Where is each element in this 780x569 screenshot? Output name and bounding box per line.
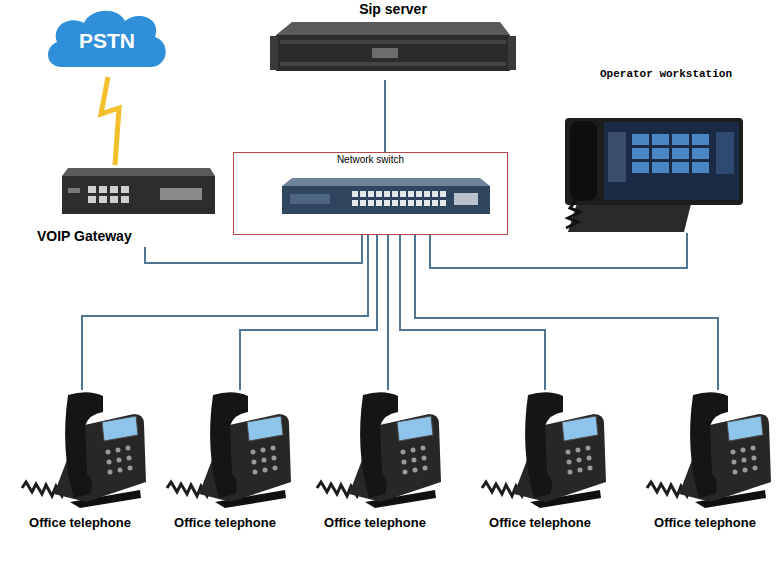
console-tiles — [632, 134, 712, 176]
console-screen — [604, 122, 739, 200]
node-label: Sip server — [359, 1, 427, 18]
node-label: Office telephone — [174, 515, 276, 531]
coil-cord — [566, 200, 580, 228]
phone-symbol — [317, 392, 441, 508]
gateway-ports — [88, 186, 132, 203]
switch-box: Network switch — [233, 152, 508, 235]
lightning-link — [101, 77, 119, 165]
switch-badge — [290, 194, 330, 204]
phone-symbol — [482, 392, 606, 508]
gateway-node: VOIP Gateway — [35, 165, 220, 247]
network-cable — [384, 80, 386, 152]
server-stripe — [280, 62, 506, 66]
server-top — [276, 22, 510, 35]
node-label: Office telephone — [324, 515, 426, 531]
console-handset — [570, 121, 597, 201]
workstation-node: Operator workstation — [555, 65, 747, 233]
console-body — [565, 118, 743, 205]
network-cable — [240, 235, 377, 390]
switch-ports — [352, 191, 448, 209]
cloud-node: PSTN — [42, 5, 172, 77]
node-label: Operator workstation — [600, 68, 732, 81]
gateway-top — [62, 168, 215, 176]
server-ear — [508, 36, 516, 70]
console-side-panel — [716, 132, 734, 174]
cloud-outline — [48, 11, 166, 67]
gateway-badge — [68, 188, 80, 193]
network-cable — [387, 235, 389, 390]
server-stripe — [280, 40, 506, 44]
phone-node: Office telephone — [635, 390, 775, 535]
phone-node: Office telephone — [155, 390, 295, 535]
node-label: Network switch — [337, 154, 404, 166]
network-cable — [415, 235, 718, 390]
node-label: Office telephone — [29, 515, 131, 531]
node-label: Office telephone — [489, 515, 591, 531]
gateway-lan-ports — [160, 188, 202, 200]
node-label: Office telephone — [654, 515, 756, 531]
phone-node: Office telephone — [305, 390, 445, 535]
phone-node: Office telephone — [470, 390, 610, 535]
network-cable — [145, 235, 362, 263]
server-node: Sip server — [272, 0, 514, 80]
phone-symbol — [167, 392, 291, 508]
console-keypad — [608, 132, 626, 182]
phone-node: Office telephone — [10, 390, 150, 535]
sfp-ports — [454, 193, 478, 205]
network-cable — [430, 233, 687, 268]
switch-top — [282, 178, 490, 186]
server-ear — [270, 36, 278, 70]
phone-symbol — [22, 392, 146, 508]
phone-symbol — [647, 392, 771, 508]
network-cable — [400, 235, 545, 390]
server-logo — [372, 48, 398, 58]
switch-front — [282, 186, 490, 214]
network-cable — [82, 235, 368, 390]
server-front — [276, 35, 510, 71]
node-label: VOIP Gateway — [37, 228, 132, 245]
node-label: PSTN — [79, 28, 135, 53]
gateway-front — [62, 176, 215, 214]
